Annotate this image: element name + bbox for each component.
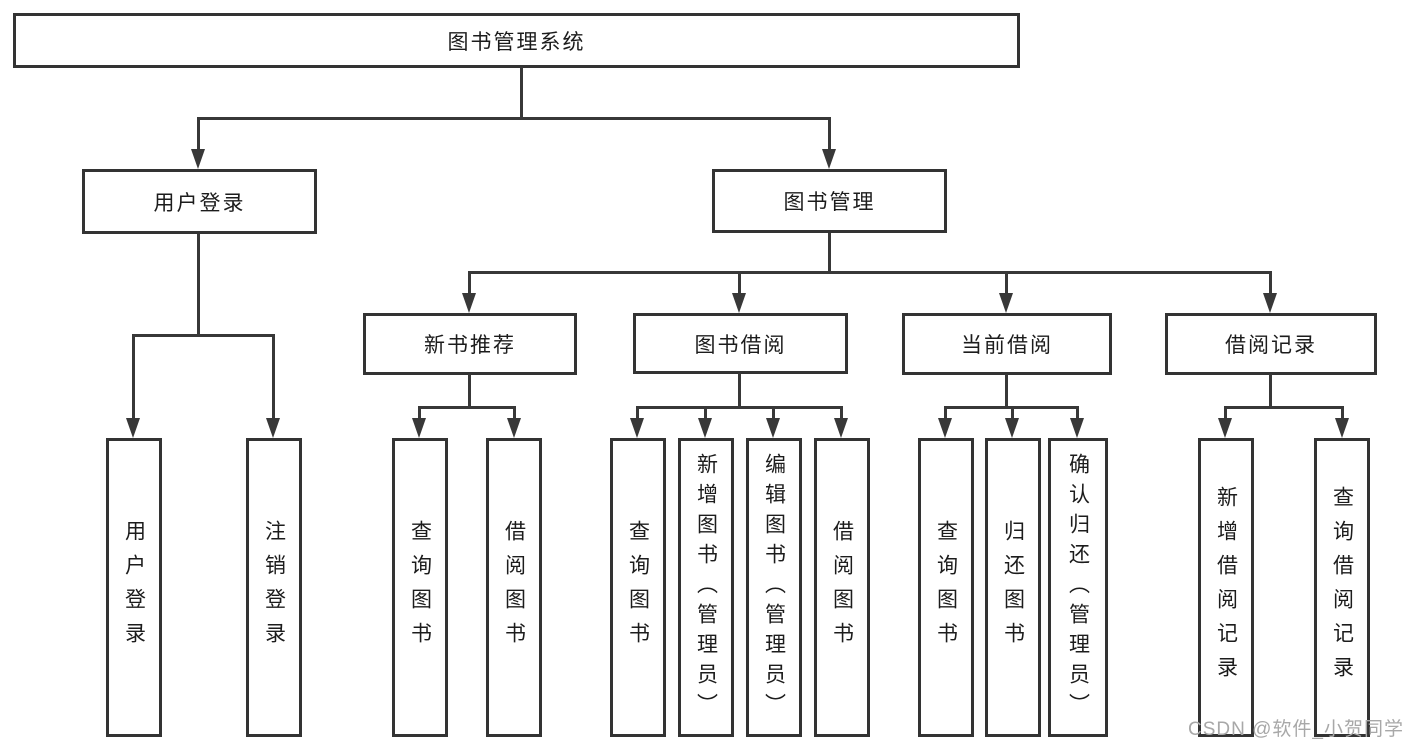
leaf-add-borrow-record: 新增借阅记录 [1198,438,1254,737]
leaf-logout: 注销登录 [246,438,302,737]
connector-line [636,406,639,420]
leaf-query-books-current-label: 查询图书 [934,519,958,656]
node-current-borrow: 当前借阅 [902,313,1112,375]
node-root: 图书管理系统 [13,13,1020,68]
leaf-borrow-books-recommend: 借阅图书 [486,438,542,737]
connector-line [944,406,947,420]
connector-line [513,406,516,420]
leaf-query-books-current: 查询图书 [918,438,974,737]
connector-line [840,406,843,420]
leaf-return-book: 归还图书 [985,438,1041,737]
connector-line [738,373,741,408]
connector-line [1224,406,1227,420]
arrow-down-icon [462,293,476,313]
arrow-down-icon [1218,418,1232,438]
node-root-label: 图书管理系统 [447,30,586,54]
node-book-borrow-label: 图书借阅 [694,333,787,357]
node-current-borrow-label: 当前借阅 [961,334,1053,357]
connector-line [520,67,523,119]
node-new-book-recommend: 新书推荐 [363,313,577,375]
arrow-down-icon [766,418,780,438]
leaf-return-book-label: 归还图书 [1001,519,1025,656]
arrow-down-icon [938,418,952,438]
connector-line [1341,406,1344,420]
leaf-user-login: 用户登录 [106,438,162,737]
arrow-down-icon [126,418,140,438]
connector-line [272,334,275,420]
leaf-confirm-return-admin-label: 确认归还（管理员） [1066,452,1090,723]
arrow-down-icon [698,418,712,438]
connector-line [197,117,200,151]
connector-line [197,234,200,336]
connector-line [1269,374,1272,408]
leaf-edit-book-admin-label: 编辑图书（管理员） [762,452,786,723]
connector-line [637,406,843,409]
arrow-down-icon [1335,418,1349,438]
connector-line [1005,374,1008,408]
connector-line [418,406,421,420]
arrow-down-icon [191,149,205,169]
leaf-borrow-books: 借阅图书 [814,438,870,737]
arrow-down-icon [822,149,836,169]
node-book-management-label: 图书管理 [783,191,876,214]
leaf-query-books-borrow: 查询图书 [610,438,666,737]
connector-line [133,334,275,337]
connector-line [468,271,471,296]
arrow-down-icon [732,293,746,313]
connector-line [1269,271,1272,296]
node-user-login: 用户登录 [82,169,317,234]
connector-line [1011,406,1014,420]
connector-line [419,406,515,409]
watermark-text: CSDN @软件_小贺同学 [1188,719,1404,740]
leaf-edit-book-admin: 编辑图书（管理员） [746,438,802,737]
leaf-user-login-label: 用户登录 [122,519,146,656]
leaf-query-books-recommend-label: 查询图书 [408,519,432,656]
arrow-down-icon [1263,293,1277,313]
arrow-down-icon [999,293,1013,313]
connector-line [738,271,741,296]
node-borrow-records: 借阅记录 [1165,313,1377,375]
connector-line [704,406,707,420]
arrow-down-icon [834,418,848,438]
leaf-query-books-recommend: 查询图书 [392,438,448,737]
node-book-borrow: 图书借阅 [633,313,848,374]
connector-line [198,117,831,120]
node-new-book-recommend-label: 新书推荐 [424,334,516,357]
arrow-down-icon [1005,418,1019,438]
connector-line [469,271,1271,274]
arrow-down-icon [630,418,644,438]
connector-line [828,233,831,273]
leaf-query-borrow-record: 查询借阅记录 [1314,438,1370,737]
connector-line [468,374,471,408]
arrow-down-icon [1070,418,1084,438]
arrow-down-icon [412,418,426,438]
leaf-add-borrow-record-label: 新增借阅记录 [1214,485,1238,690]
leaf-confirm-return-admin: 确认归还（管理员） [1048,438,1108,737]
node-user-login-label: 用户登录 [153,191,246,215]
node-borrow-records-label: 借阅记录 [1225,334,1317,357]
connector-line [1005,271,1008,296]
arrow-down-icon [266,418,280,438]
connector-line [1225,406,1343,409]
leaf-borrow-books-recommend-label: 借阅图书 [502,519,526,656]
leaf-logout-label: 注销登录 [262,519,286,656]
arrow-down-icon [507,418,521,438]
leaf-add-book-admin-label: 新增图书（管理员） [694,452,718,723]
connector-line [772,406,775,420]
leaf-borrow-books-label: 借阅图书 [830,519,854,656]
connector-line [1076,406,1079,420]
node-book-management: 图书管理 [712,169,947,233]
connector-line [132,334,135,420]
leaf-add-book-admin: 新增图书（管理员） [678,438,734,737]
leaf-query-books-borrow-label: 查询图书 [626,519,650,656]
leaf-query-borrow-record-label: 查询借阅记录 [1330,485,1354,690]
connector-line [828,117,831,151]
